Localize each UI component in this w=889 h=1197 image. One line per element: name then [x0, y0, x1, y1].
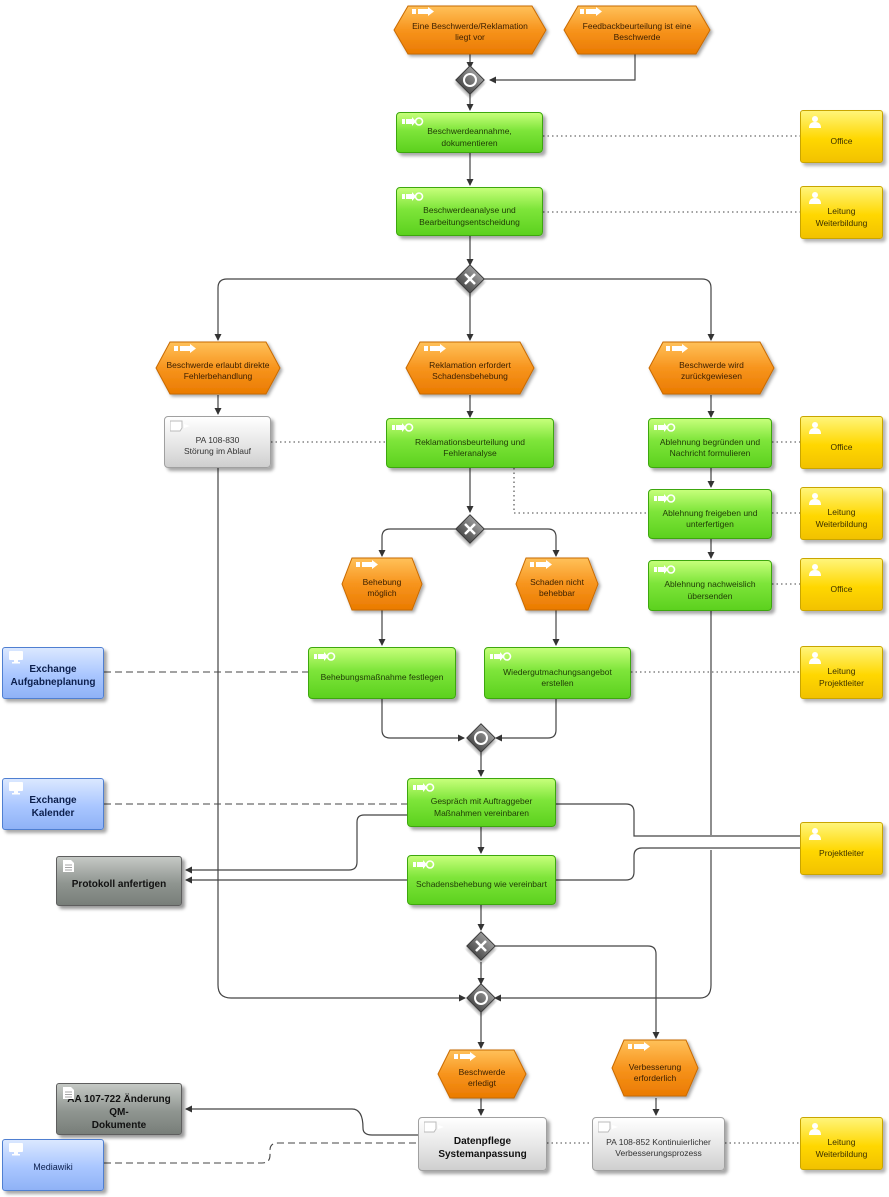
system-exchange-task-planning[interactable]: Exchange Aufgabneplanung	[2, 647, 104, 699]
event-damage-not-repairable[interactable]: Schaden nicht behebbar	[530, 576, 584, 598]
role-head-training[interactable]: Leitung Weiterbildung	[800, 487, 883, 540]
role-project-lead[interactable]: Projektleiter	[800, 822, 883, 875]
event-complaint-received[interactable]: Eine Beschwerde/Reklamation liegt vor	[412, 20, 528, 42]
system-exchange-calendar[interactable]: Exchange Kalender	[2, 778, 104, 830]
process-page-icon	[424, 1121, 446, 1133]
event-icons	[174, 7, 688, 1061]
xor-connector	[455, 514, 485, 544]
event-arrow-icon	[530, 560, 552, 569]
org-links	[271, 135, 800, 1144]
event-arrow-icon	[424, 344, 446, 353]
process-interface-pa-108-852[interactable]: PA 108-852 Kontinuierlicher Verbesserung…	[592, 1117, 725, 1171]
process-interface-pa-108-830[interactable]: PA 108-830 Störung im Ablauf	[164, 416, 271, 468]
function-define-repair-measure[interactable]: Behebungsmaßnahme festlegen	[308, 647, 456, 699]
event-complaint-resolved[interactable]: Beschwerde erledigt	[458, 1066, 506, 1088]
document-create-protocol[interactable]: Protokoll anfertigen	[56, 856, 182, 906]
function-accept-document-complaint[interactable]: Beschwerdeannahme, dokumentieren	[396, 112, 543, 153]
event-shape	[155, 341, 281, 395]
function-claim-assessment[interactable]: Reklamationsbeurteilung und Fehleranalys…	[386, 418, 554, 468]
event-feedback-is-complaint[interactable]: Feedbackbeurteilung ist eine Beschwerde	[582, 20, 692, 42]
monitor-icon	[8, 782, 30, 795]
event-shape	[563, 5, 711, 55]
event-arrow-icon	[356, 560, 378, 569]
event-shape	[611, 1039, 699, 1097]
function-arrows-icon	[490, 651, 512, 663]
person-icon	[808, 115, 830, 128]
monitor-icon	[8, 1143, 30, 1156]
function-arrows-icon	[654, 493, 676, 505]
role-office[interactable]: Office	[800, 558, 883, 611]
function-arrows-icon	[314, 651, 336, 663]
event-damage-repair-required[interactable]: Reklamation erfordert Schadensbehebung	[429, 359, 511, 381]
function-arrows-icon	[654, 564, 676, 576]
function-send-rejection[interactable]: Ablehnung nachweislich übersenden	[648, 560, 772, 611]
person-icon	[808, 827, 830, 840]
monitor-icon	[8, 651, 30, 664]
function-complaint-analysis[interactable]: Beschwerdeanalyse und Bearbeitungsentsch…	[396, 187, 543, 236]
or-connector	[466, 983, 496, 1013]
person-icon	[808, 651, 830, 664]
function-client-meeting[interactable]: Gespräch mit Auftraggeber Maßnahmen vere…	[407, 778, 556, 827]
role-head-project-lead[interactable]: Leitung Projektleiter	[800, 646, 883, 699]
event-shape	[515, 557, 599, 611]
role-head-training[interactable]: Leitung Weiterbildung	[800, 186, 883, 239]
function-damage-repair[interactable]: Schadensbehebung wie vereinbart	[407, 855, 556, 905]
person-icon	[808, 191, 830, 204]
person-icon	[808, 1122, 830, 1135]
role-office[interactable]: Office	[800, 416, 883, 469]
event-complaint-rejected[interactable]: Beschwerde wird zurückgewiesen	[679, 359, 744, 381]
person-icon	[808, 563, 830, 576]
function-create-compensation-offer[interactable]: Wiedergutmachungsangebot erstellen	[484, 647, 631, 699]
process-interface-data-maintenance[interactable]: Datenpflege Systemanpassung	[418, 1117, 547, 1171]
system-mediawiki[interactable]: Mediawiki	[2, 1139, 104, 1191]
event-arrow-icon	[628, 1042, 650, 1051]
event-repair-possible[interactable]: Behebung möglich	[362, 576, 402, 598]
function-arrows-icon	[413, 782, 435, 794]
event-shape	[341, 557, 423, 611]
person-icon	[808, 492, 830, 505]
event-arrow-icon	[666, 344, 688, 353]
xor-connector	[466, 931, 496, 961]
process-page-icon	[170, 420, 192, 432]
xor-connector	[455, 264, 485, 294]
system-links	[104, 671, 418, 1164]
event-arrow-icon	[412, 7, 434, 16]
process-page-icon	[598, 1121, 620, 1133]
event-shape	[405, 341, 535, 395]
event-improvement-required[interactable]: Verbesserung erforderlich	[628, 1061, 682, 1083]
role-office[interactable]: Office	[800, 110, 883, 163]
event-shape	[437, 1049, 527, 1099]
document-qm-change[interactable]: AA 107-722 Änderung QM- Dokumente	[56, 1083, 182, 1135]
function-arrows-icon	[654, 422, 676, 434]
or-connector	[466, 723, 496, 753]
event-arrow-icon	[580, 7, 602, 16]
function-arrows-icon	[392, 422, 414, 434]
function-arrows-icon	[402, 116, 424, 128]
document-icon	[62, 860, 84, 872]
document-icon	[62, 1087, 84, 1099]
function-justify-rejection[interactable]: Ablehnung begründen und Nachricht formul…	[648, 418, 772, 468]
event-arrow-icon	[174, 344, 196, 353]
events	[155, 5, 775, 1099]
or-connector	[455, 65, 485, 95]
function-approve-rejection[interactable]: Ablehnung freigeben und unterfertigen	[648, 489, 772, 539]
event-direct-error-handling[interactable]: Beschwerde erlaubt direkte Fehlerbehandl…	[166, 359, 270, 381]
flow-lines	[185, 37, 800, 1136]
function-arrows-icon	[413, 859, 435, 871]
event-arrow-icon	[454, 1052, 476, 1061]
event-shape	[648, 341, 775, 395]
person-icon	[808, 421, 830, 434]
role-head-training[interactable]: Leitung Weiterbildung	[800, 1117, 883, 1170]
event-shape	[393, 5, 547, 55]
connectors	[455, 65, 496, 1013]
function-arrows-icon	[402, 191, 424, 203]
